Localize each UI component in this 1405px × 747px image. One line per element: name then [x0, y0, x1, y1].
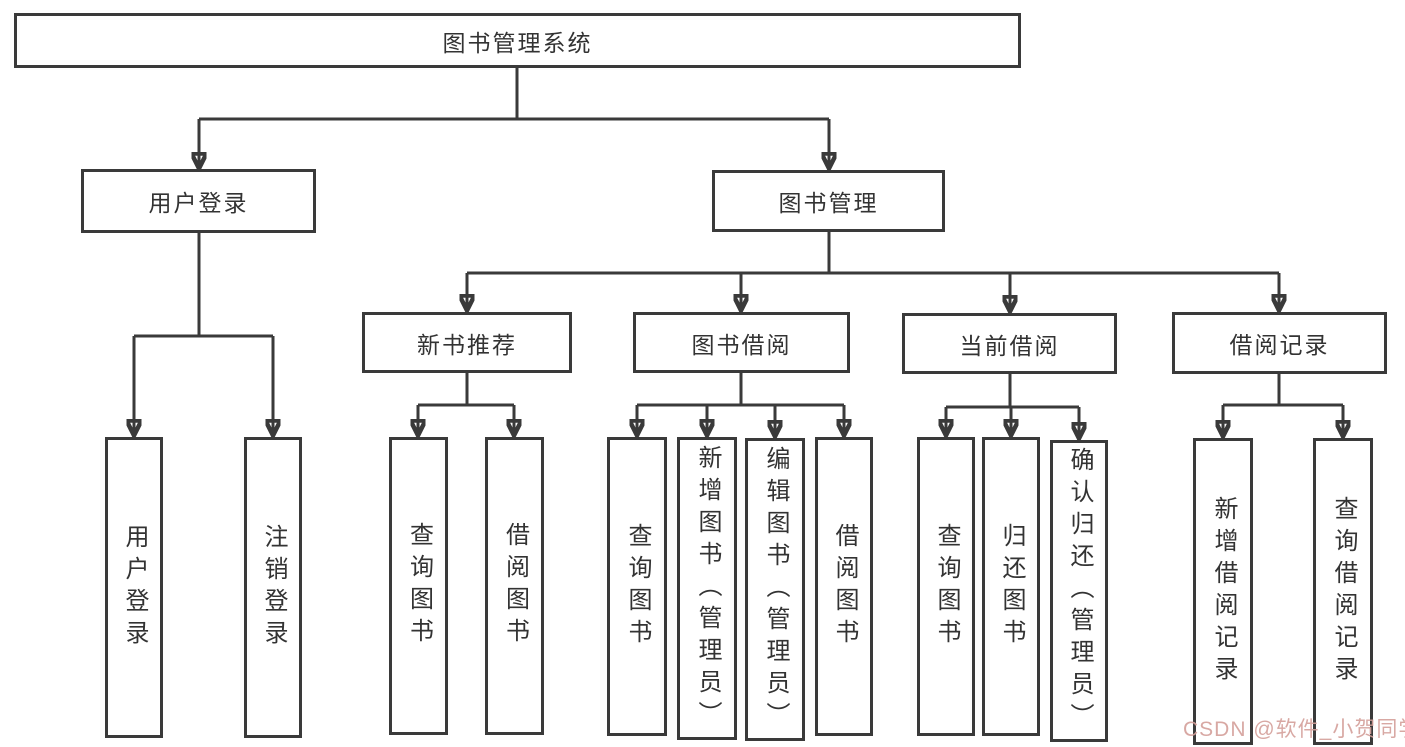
node-user-login: 用户登录: [81, 169, 316, 233]
node-book-management: 图书管理: [712, 170, 945, 232]
leaf-current-confirm-return-admin: 确认归还（管理员）: [1050, 440, 1108, 742]
leaf-records-query-record: 查询借阅记录: [1313, 438, 1373, 745]
node-current-borrow: 当前借阅: [902, 313, 1117, 374]
leaf-logout: 注销登录: [244, 437, 302, 738]
leaf-borrow-add-book-admin: 新增图书（管理员）: [677, 437, 737, 740]
leaf-borrow-borrow-book: 借阅图书: [815, 437, 873, 736]
leaf-records-add-record: 新增借阅记录: [1193, 438, 1253, 745]
leaf-borrow-edit-book-admin: 编辑图书（管理员）: [745, 438, 805, 741]
leaf-current-return-book: 归还图书: [982, 437, 1040, 736]
leaf-borrow-query-book: 查询图书: [607, 437, 667, 736]
leaf-user-login: 用户登录: [105, 437, 163, 738]
leaf-recommend-borrow-book: 借阅图书: [485, 437, 544, 735]
node-book-borrow: 图书借阅: [633, 312, 850, 373]
node-borrow-records: 借阅记录: [1172, 312, 1387, 374]
node-new-book-recommend: 新书推荐: [362, 312, 572, 373]
leaf-current-query-book: 查询图书: [917, 437, 975, 736]
node-root-system: 图书管理系统: [14, 13, 1021, 68]
leaf-recommend-query-book: 查询图书: [389, 437, 448, 735]
